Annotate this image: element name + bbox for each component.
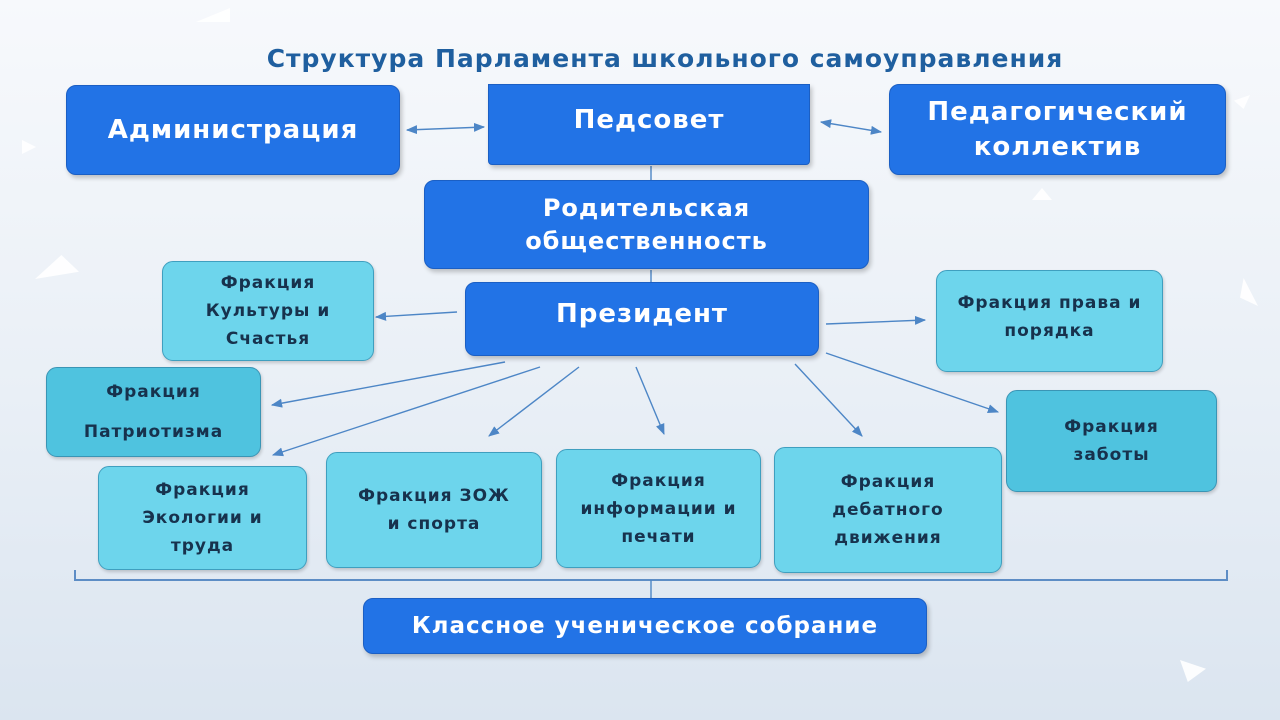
node-president-label: Президент	[556, 299, 728, 329]
node-culture-faction-label: Фракция Культуры и Счастья	[205, 273, 331, 349]
connector-administration-pedsovet	[405, 122, 486, 135]
node-care-faction-label: Фракция заботы	[1064, 417, 1159, 465]
node-administration: Администрация	[66, 85, 400, 175]
node-patriotism-faction-label: Фракция Патриотизма	[83, 382, 224, 442]
node-info-faction-label: Фракция информации и печати	[580, 470, 737, 547]
connector-president-culture	[374, 311, 458, 321]
node-law-faction: Фракция права и порядка	[936, 270, 1163, 372]
node-ecology-faction-label: Фракция Экологии и труда	[142, 480, 263, 556]
connector-president-health	[488, 366, 580, 437]
node-health-faction: Фракция ЗОЖ и спорта	[326, 452, 542, 568]
connector-president-info	[635, 366, 665, 436]
connector-president-debate	[794, 363, 863, 437]
node-patriotism-faction: Фракция Патриотизма	[46, 367, 261, 457]
diagram-title: Структура Парламента школьного самоуправ…	[266, 44, 1064, 73]
node-parents-label: Родительская общественность	[525, 193, 768, 255]
node-ecology-faction: Фракция Экологии и труда	[98, 466, 307, 570]
node-health-faction-label: Фракция ЗОЖ и спорта	[358, 486, 510, 534]
node-class-meeting-label: Классное ученическое собрание	[411, 613, 879, 639]
node-administration-label: Администрация	[107, 114, 359, 145]
connector-president-care	[825, 352, 1000, 413]
node-teaching-staff-label: Педагогический коллектив	[927, 96, 1188, 162]
node-law-faction-label: Фракция права и порядка	[957, 293, 1142, 341]
connector-president-law	[825, 315, 927, 325]
node-pedsovet: Педсовет	[488, 84, 810, 165]
connector-president-ecology	[271, 366, 541, 457]
bracket-factions	[74, 570, 1228, 581]
node-info-faction: Фракция информации и печати	[556, 449, 761, 568]
node-culture-faction: Фракция Культуры и Счастья	[162, 261, 374, 361]
node-debate-faction: Фракция дебатного движения	[774, 447, 1002, 573]
node-pedsovet-label: Педсовет	[573, 105, 725, 135]
node-teaching-staff: Педагогический коллектив	[889, 84, 1226, 175]
node-president: Президент	[465, 282, 819, 356]
node-parents: Родительская общественность	[424, 180, 869, 269]
connector-pedsovet-teaching-staff	[819, 119, 883, 135]
node-care-faction: Фракция заботы	[1006, 390, 1217, 492]
node-class-meeting: Классное ученическое собрание	[363, 598, 927, 654]
node-debate-faction-label: Фракция дебатного движения	[832, 472, 944, 548]
connector-president-patriotism	[270, 361, 506, 408]
